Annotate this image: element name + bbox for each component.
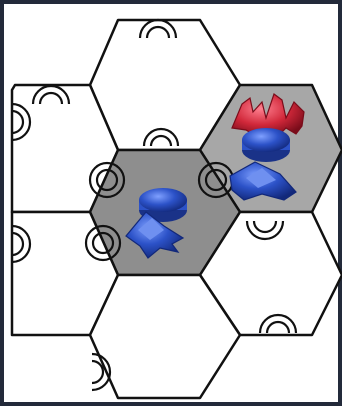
hex-center-lower[interactable] bbox=[88, 273, 242, 400]
socket-icon bbox=[258, 313, 298, 334]
socket-icon bbox=[11, 224, 32, 264]
socket-icon bbox=[88, 161, 126, 199]
socket-icon bbox=[245, 220, 285, 241]
red-ground-unit[interactable] bbox=[231, 93, 305, 162]
socket-icon bbox=[91, 352, 112, 392]
blue-ship-unit[interactable] bbox=[229, 161, 297, 201]
socket-icon bbox=[142, 127, 180, 147]
blue-ship-unit[interactable] bbox=[125, 188, 187, 259]
socket-icon bbox=[84, 224, 122, 262]
socket-icon bbox=[11, 102, 32, 142]
socket-icon bbox=[138, 18, 178, 39]
socket-icon bbox=[31, 84, 71, 105]
